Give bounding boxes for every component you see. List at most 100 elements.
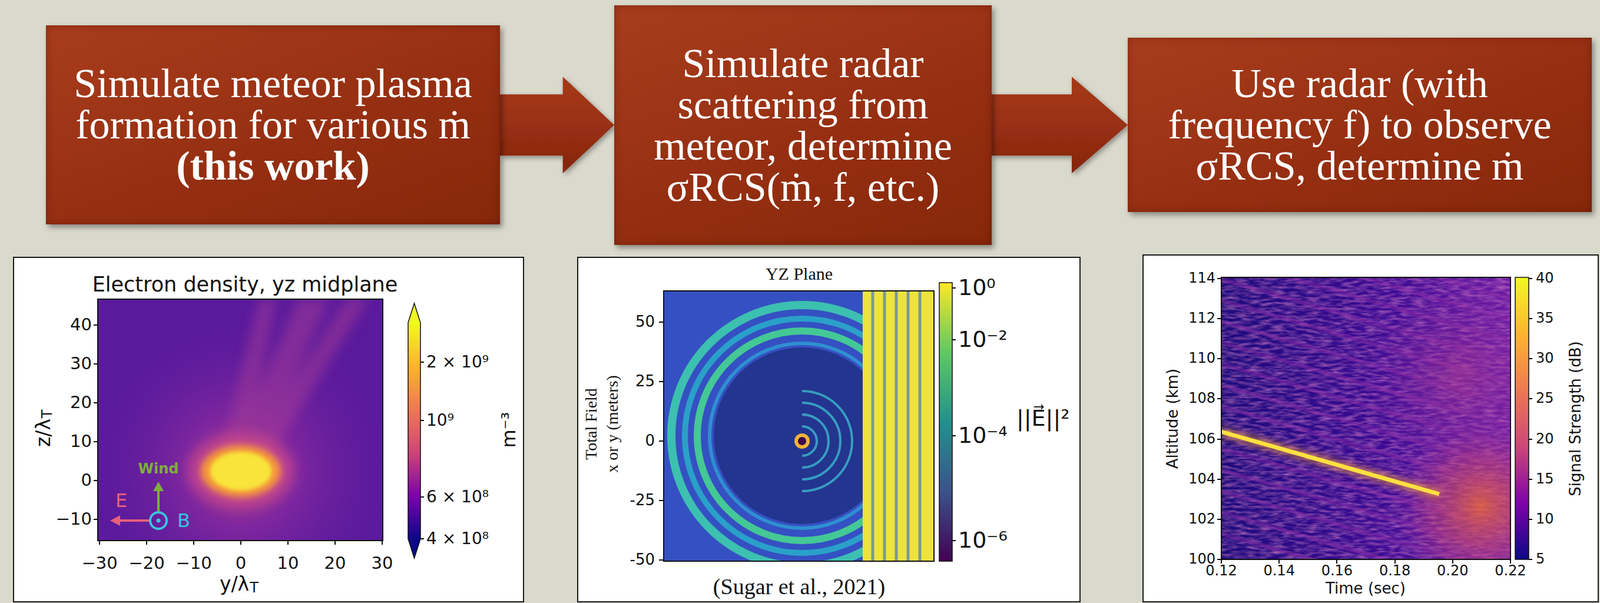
b-field-symbol (150, 512, 167, 529)
map-halo (97, 299, 383, 541)
tick-label: 112 (1188, 310, 1216, 327)
echo-streaks (1221, 277, 1511, 560)
tick-label: 102 (1188, 511, 1216, 528)
tick-label: 104 (1188, 471, 1216, 488)
plot-frame (97, 299, 383, 541)
tick-label: 0.20 (1436, 562, 1469, 580)
axis-subscript: T (39, 409, 56, 419)
flow-arrow (991, 76, 1128, 174)
map-ground (1221, 277, 1511, 560)
tick-label: 25 (635, 372, 655, 391)
colorbar-tick: 5 (1535, 551, 1545, 568)
colorbar-outline (408, 303, 421, 559)
tick-marks (420, 362, 424, 539)
tick-marks (93, 325, 383, 545)
plasma-glow (186, 433, 296, 509)
tick-label: 10 (277, 553, 300, 573)
tick-label: 0.18 (1379, 562, 1411, 580)
box-text: Simulate meteor plasma formation for var… (57, 63, 489, 146)
tick-marks (658, 322, 664, 561)
process-box: Use radar (with frequency f) to observe … (1127, 37, 1592, 212)
plot-title: Electron density, yz midplane (92, 272, 399, 297)
tick-label: 0.14 (1263, 562, 1295, 580)
tick-label: 0 (235, 553, 247, 573)
colorbar-tick: 10⁻⁴ (958, 422, 1008, 449)
box-text: Use radar (with frequency f) to observe … (1151, 63, 1569, 187)
colorbar-tick: 10⁻⁶ (958, 527, 1008, 554)
axis-title: x or y (meters) (603, 375, 622, 473)
axis-title: y/λ (219, 572, 250, 596)
colorbar-tick: 10⁻² (958, 326, 1008, 353)
figure-panel (577, 257, 1081, 602)
meteor-halo (794, 433, 810, 449)
process-box: Simulate radar scattering from meteor, d… (614, 5, 992, 245)
colorbar-extend (408, 538, 421, 559)
tick-label: -25 (630, 491, 655, 510)
meteor-dot (797, 436, 807, 446)
colorbar-tick: 25 (1535, 391, 1555, 408)
echo-glow (1221, 277, 1511, 560)
plane-wave (862, 290, 934, 562)
figure-panel (1143, 254, 1599, 602)
colorbar-extend (408, 303, 421, 323)
colorbar-tick: 15 (1535, 471, 1555, 488)
tick-marks (952, 287, 956, 541)
tick-label: 40 (70, 315, 92, 335)
radar-echo-map (1221, 277, 1511, 560)
colorbar-tick: 10⁰ (958, 275, 996, 301)
colorbar (939, 282, 953, 562)
plasma-core (210, 451, 272, 491)
density-map (97, 299, 383, 541)
scatter-rings (671, 305, 863, 562)
field-map (663, 290, 934, 562)
tick-marks (1217, 278, 1511, 564)
echo-glow (1221, 277, 1511, 560)
tick-label: 106 (1188, 431, 1216, 448)
colorbar-label: Signal Strength (dB) (1567, 340, 1585, 497)
plane-wave-fronts (872, 290, 920, 562)
flow-arrow (499, 76, 615, 174)
tick-label: 50 (635, 313, 655, 331)
colorbar-tick: 4 × 10⁸ (426, 529, 489, 549)
box-text: (this work) (57, 145, 489, 187)
tick-label: 10 (70, 431, 92, 452)
tick-label: −10 (175, 553, 212, 573)
tick-label: 110 (1188, 350, 1216, 367)
tick-label: 114 (1188, 270, 1216, 287)
process-box: Simulate meteor plasma formation for var… (45, 25, 500, 225)
plot-frame (1221, 277, 1511, 560)
tick-label: 0.22 (1494, 562, 1526, 580)
field-label: B (177, 509, 191, 532)
axis-title: Altitude (km) (1164, 368, 1182, 470)
axis-title: Time (sec) (1325, 580, 1406, 598)
tick-label: 0 (644, 432, 655, 450)
plot-frame (663, 290, 934, 562)
map-ground (97, 299, 383, 541)
axis-title: z/λ (32, 418, 55, 447)
plot-title: YZ Plane (765, 263, 833, 285)
tick-label: −20 (128, 553, 165, 573)
tick-label: 20 (324, 553, 347, 573)
citation: (Sugar et al., 2021) (713, 574, 886, 601)
colorbar-tick: 2 × 10⁹ (426, 352, 489, 372)
wind-arrow (157, 489, 160, 512)
wind-label: Wind (138, 461, 180, 478)
tick-label: −30 (81, 553, 118, 573)
colorbar-label: ||E⃗||² (1016, 405, 1070, 432)
tick-label: 0 (81, 470, 92, 490)
colorbar-tick: 10⁹ (426, 411, 455, 430)
colorbar (408, 322, 421, 539)
figure-panel (13, 257, 524, 602)
tick-label: 0.12 (1205, 562, 1237, 580)
e-field-arrow (118, 519, 150, 522)
colorbar-tick: 10 (1535, 511, 1555, 528)
plasma-glow (200, 445, 281, 498)
axis-subscript: T (249, 580, 259, 597)
colorbar-tick: 30 (1535, 350, 1555, 367)
colorbar-tick: 6 × 10⁸ (426, 487, 489, 507)
b-field-dot (156, 518, 161, 523)
tick-label: 108 (1188, 391, 1216, 408)
colorbar-unit: m⁻³ (498, 412, 520, 449)
